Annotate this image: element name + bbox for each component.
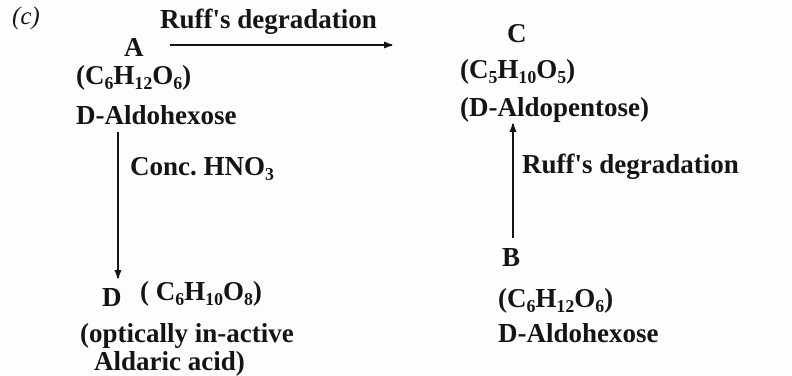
compound-d-desc-line1: (optically in-active bbox=[80, 318, 294, 348]
compound-d-letter: D bbox=[102, 282, 122, 312]
compound-b-name: D-Aldohexose bbox=[498, 318, 659, 348]
compound-c-formula: (C5H10O5) bbox=[460, 54, 576, 87]
reaction-label-right: Ruff's degradation bbox=[522, 149, 739, 179]
compound-b-letter: B bbox=[502, 242, 521, 272]
compound-a-name: D-Aldohexose bbox=[76, 100, 237, 130]
compound-d-formula: ( C6H10O8) bbox=[140, 276, 262, 309]
compound-d-desc-line2: Aldaric acid) bbox=[94, 346, 245, 376]
reaction-label-top: Ruff's degradation bbox=[160, 4, 377, 34]
compound-a-letter: A bbox=[124, 32, 144, 62]
compound-a-formula: (C6H12O6) bbox=[76, 60, 192, 93]
part-label: (c) bbox=[12, 3, 40, 30]
reaction-label-left: Conc. HNO3 bbox=[130, 151, 274, 184]
compound-c-name: (D-Aldopentose) bbox=[460, 92, 649, 122]
compound-b-formula: (C6H12O6) bbox=[498, 283, 614, 316]
compound-c-letter: C bbox=[507, 18, 527, 48]
